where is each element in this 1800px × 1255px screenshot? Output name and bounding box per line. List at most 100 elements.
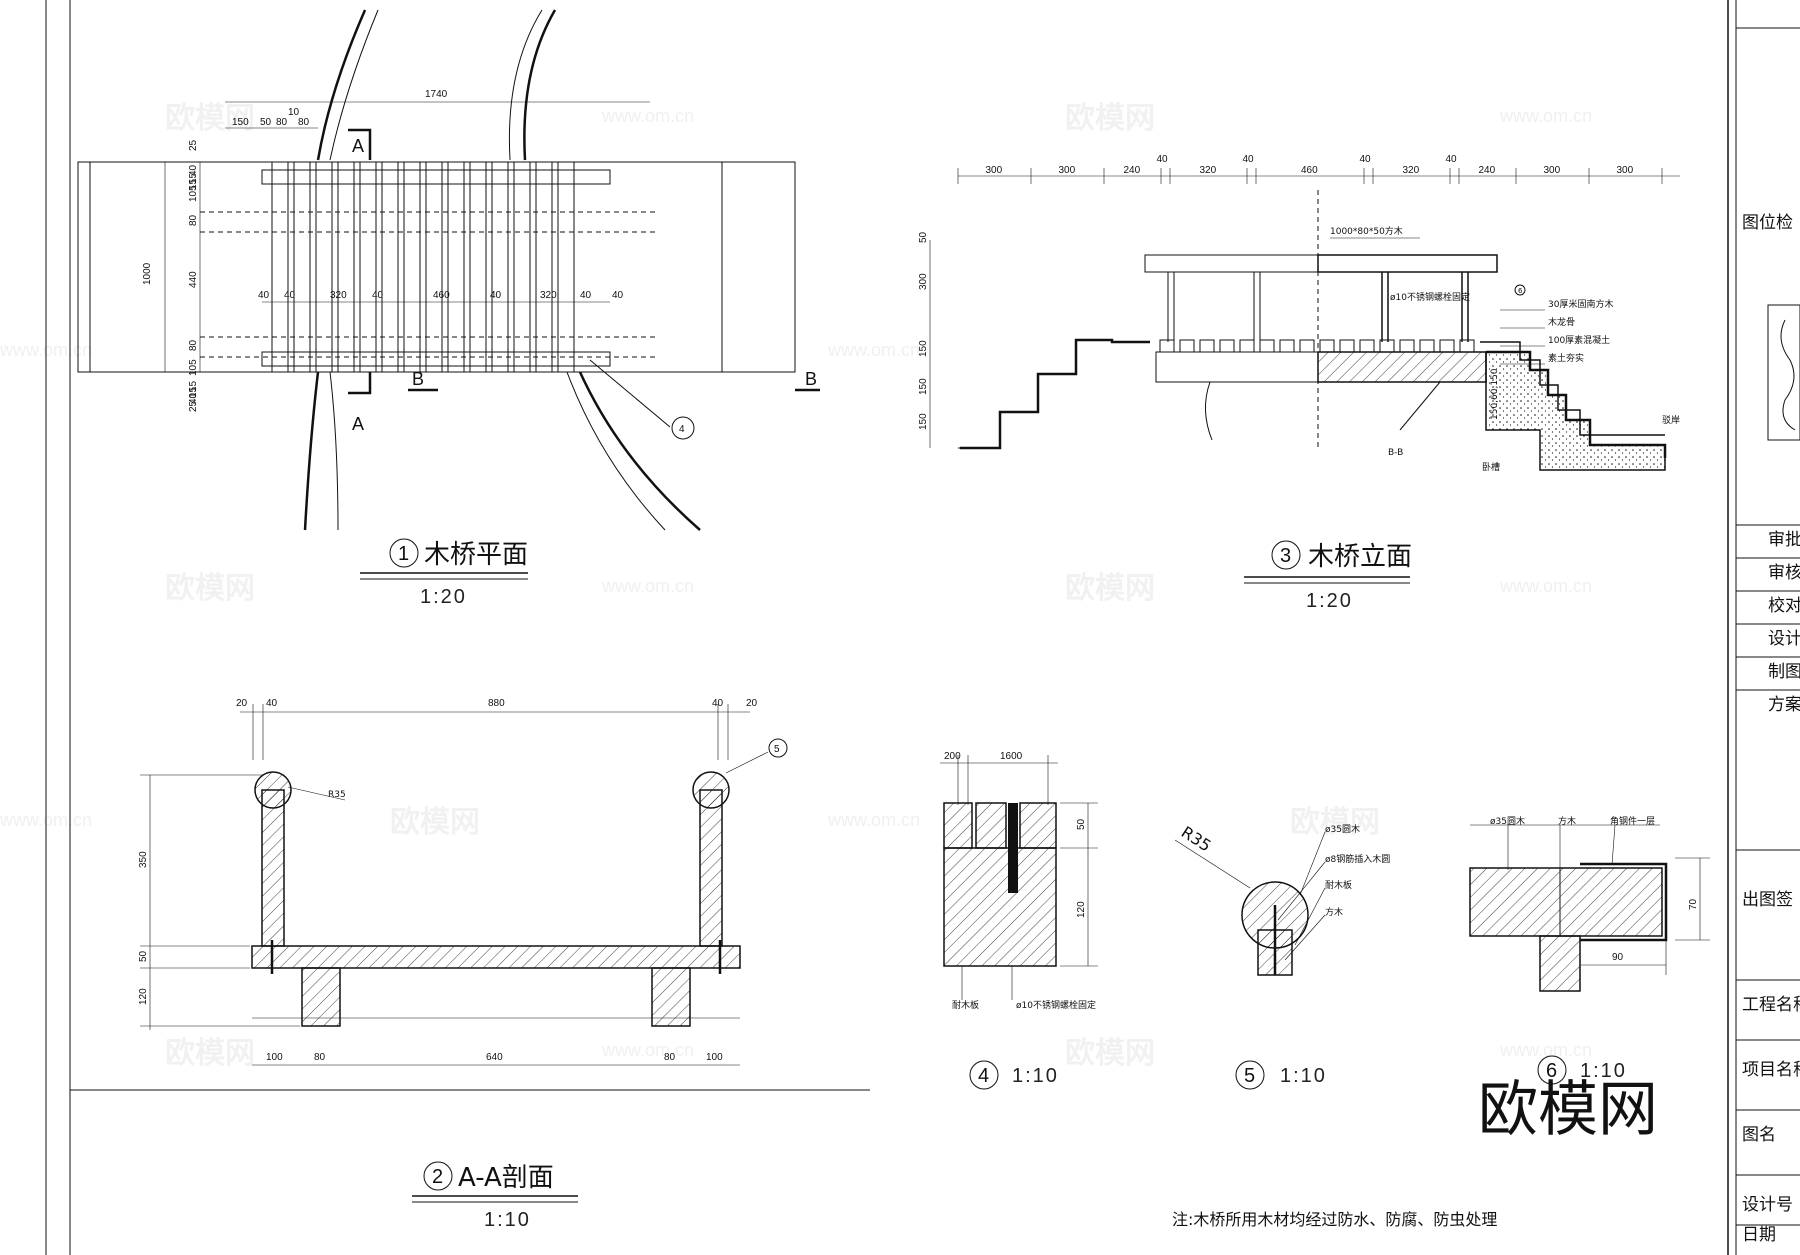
watermark-url: www.om.cn — [827, 340, 920, 360]
drawing-note: 注:木桥所用木材均经过防水、防腐、防虫处理 — [1172, 1210, 1497, 1229]
plan-inner-dim: 320 — [330, 290, 347, 301]
view-detail-5: R35 ø35圆木 ø8钢筋插入木圆 耐木板 方木 5 1:10 — [1174, 822, 1390, 1090]
plan-overall-dim: 1740 — [425, 89, 448, 100]
brand-watermark: 欧模网 — [1478, 1075, 1658, 1145]
label-foot: 卧槽 — [1482, 461, 1500, 473]
watermark-url: www.om.cn — [1499, 106, 1592, 126]
title-block-label: 设计号 — [1742, 1195, 1793, 1215]
section-dim-bottom-1: 100 — [266, 1052, 283, 1063]
elev-deck-board — [1359, 339, 1375, 353]
detail4-title-number: 4 — [978, 1065, 989, 1087]
watermark-brand: 欧模网 — [165, 101, 255, 136]
section-mark-b: B — [805, 369, 817, 389]
section-mark-a-bottom: A — [352, 414, 364, 434]
plan-slats — [271, 161, 575, 373]
elev-callout-circle — [1514, 284, 1526, 296]
label-bb: B-B — [1388, 448, 1403, 458]
title-block-label: 校对 — [1768, 596, 1800, 616]
title-block: 图位检审批审核校对设计制图方案出图签工程名称项目名称图名设计号日期 — [1727, 0, 1800, 1255]
elev-deck-board — [1159, 339, 1175, 353]
deck-slat — [557, 161, 575, 373]
deck-slat — [425, 161, 443, 373]
section-dim-top-1: 20 — [236, 698, 248, 709]
section-callout-circle — [768, 738, 788, 758]
elev-top-dim: 40 — [1157, 154, 1169, 165]
section-dim-top-3: 880 — [488, 698, 505, 709]
watermark-url: www.om.cn — [0, 340, 92, 360]
plan-left-dim: 80 — [188, 214, 199, 226]
plan-total-v-dim: 1000 — [142, 262, 153, 285]
elev-top-dim: 320 — [1200, 165, 1217, 176]
detail4-label-bolt: ø10不锈钢螺栓固定 — [1016, 999, 1096, 1011]
plan-left-dim: 25 — [188, 139, 199, 151]
section-title: A-A剖面 — [458, 1163, 554, 1193]
label-layer2: 木龙骨 — [1548, 316, 1575, 328]
elev-deck-board — [1239, 339, 1255, 353]
watermark-url: www.om.cn — [827, 810, 920, 830]
detail5-radius: R35 — [1178, 822, 1215, 855]
detail5-label-3: 耐木板 — [1325, 879, 1352, 891]
watermark-brand: 欧模网 — [165, 571, 255, 606]
detail5-title-number-circle — [1235, 1060, 1265, 1090]
plan-inner-dim: 40 — [372, 290, 384, 301]
deck-slat — [337, 161, 355, 373]
section-mark-b-inner: B — [412, 369, 424, 389]
title-block-label: 图名 — [1742, 1125, 1776, 1145]
detail5-label-2: ø8钢筋插入木圆 — [1325, 853, 1390, 865]
elev-deck-board — [1259, 339, 1275, 353]
section-dim-bottom-2: 80 — [314, 1052, 326, 1063]
section-dim-left-3: 120 — [138, 988, 149, 1005]
title-block-label: 日期 — [1742, 1225, 1776, 1245]
deck-slat — [381, 161, 399, 373]
plan-inner-dim: 40 — [258, 290, 270, 301]
elevation-title: 木桥立面 — [1308, 542, 1412, 572]
deck-slat — [271, 161, 289, 373]
deck-slat — [315, 161, 333, 373]
plan-left-dim: 40 — [188, 392, 199, 404]
watermark-url: www.om.cn — [1499, 1040, 1592, 1060]
detail4-dim-top-2: 1600 — [1000, 751, 1023, 762]
section-dim-top-2: 40 — [266, 698, 278, 709]
plan-left-dim: 25 — [188, 400, 199, 412]
detail6-label-b: 方木 — [1558, 815, 1576, 827]
elev-deck-board — [1319, 339, 1335, 353]
watermark-brand: 欧模网 — [1065, 1036, 1155, 1071]
watermark-brand: 欧模网 — [165, 1036, 255, 1071]
elev-top-dim: 300 — [1617, 165, 1634, 176]
elev-top-dim: 240 — [1479, 165, 1496, 176]
section-handrail-left — [254, 771, 292, 809]
elevation-scale: 1:20 — [1306, 590, 1353, 612]
section-dim-left-2: 50 — [138, 950, 149, 962]
elev-top-dim: 40 — [1243, 154, 1255, 165]
title-block-label: 审批 — [1768, 530, 1800, 550]
plan-inner-dim: 40 — [284, 290, 296, 301]
elev-top-dim: 320 — [1403, 165, 1420, 176]
elev-top-dim: 300 — [1544, 165, 1561, 176]
watermark-brand: 欧模网 — [1065, 571, 1155, 606]
elevation-title-number: 3 — [1280, 545, 1291, 567]
section-title-number: 2 — [432, 1166, 443, 1188]
section-dim-left-1: 350 — [138, 851, 149, 868]
plan-left-dim: 15 — [188, 172, 199, 184]
elev-deck-board — [1299, 339, 1315, 353]
plan-dim-top-2: 50 — [260, 117, 272, 128]
plan-inner-dim: 40 — [612, 290, 624, 301]
title-block-label: 方案 — [1768, 695, 1800, 715]
section-mark-a-top: A — [352, 136, 364, 156]
detail5-title-number: 5 — [1244, 1065, 1255, 1087]
elev-deck-board — [1219, 339, 1235, 353]
plan-dim-top-5: 80 — [298, 117, 310, 128]
watermark-url: www.om.cn — [601, 1040, 694, 1060]
detail5-scale: 1:10 — [1280, 1065, 1327, 1087]
deck-slat — [403, 161, 421, 373]
plan-left-dim: 15 — [188, 386, 199, 398]
detail6-title-number: 6 — [1546, 1060, 1557, 1082]
elev-deck-board — [1339, 339, 1355, 353]
title-block-label: 工程名称 — [1742, 995, 1800, 1015]
elev-top-dim: 40 — [1360, 154, 1372, 165]
